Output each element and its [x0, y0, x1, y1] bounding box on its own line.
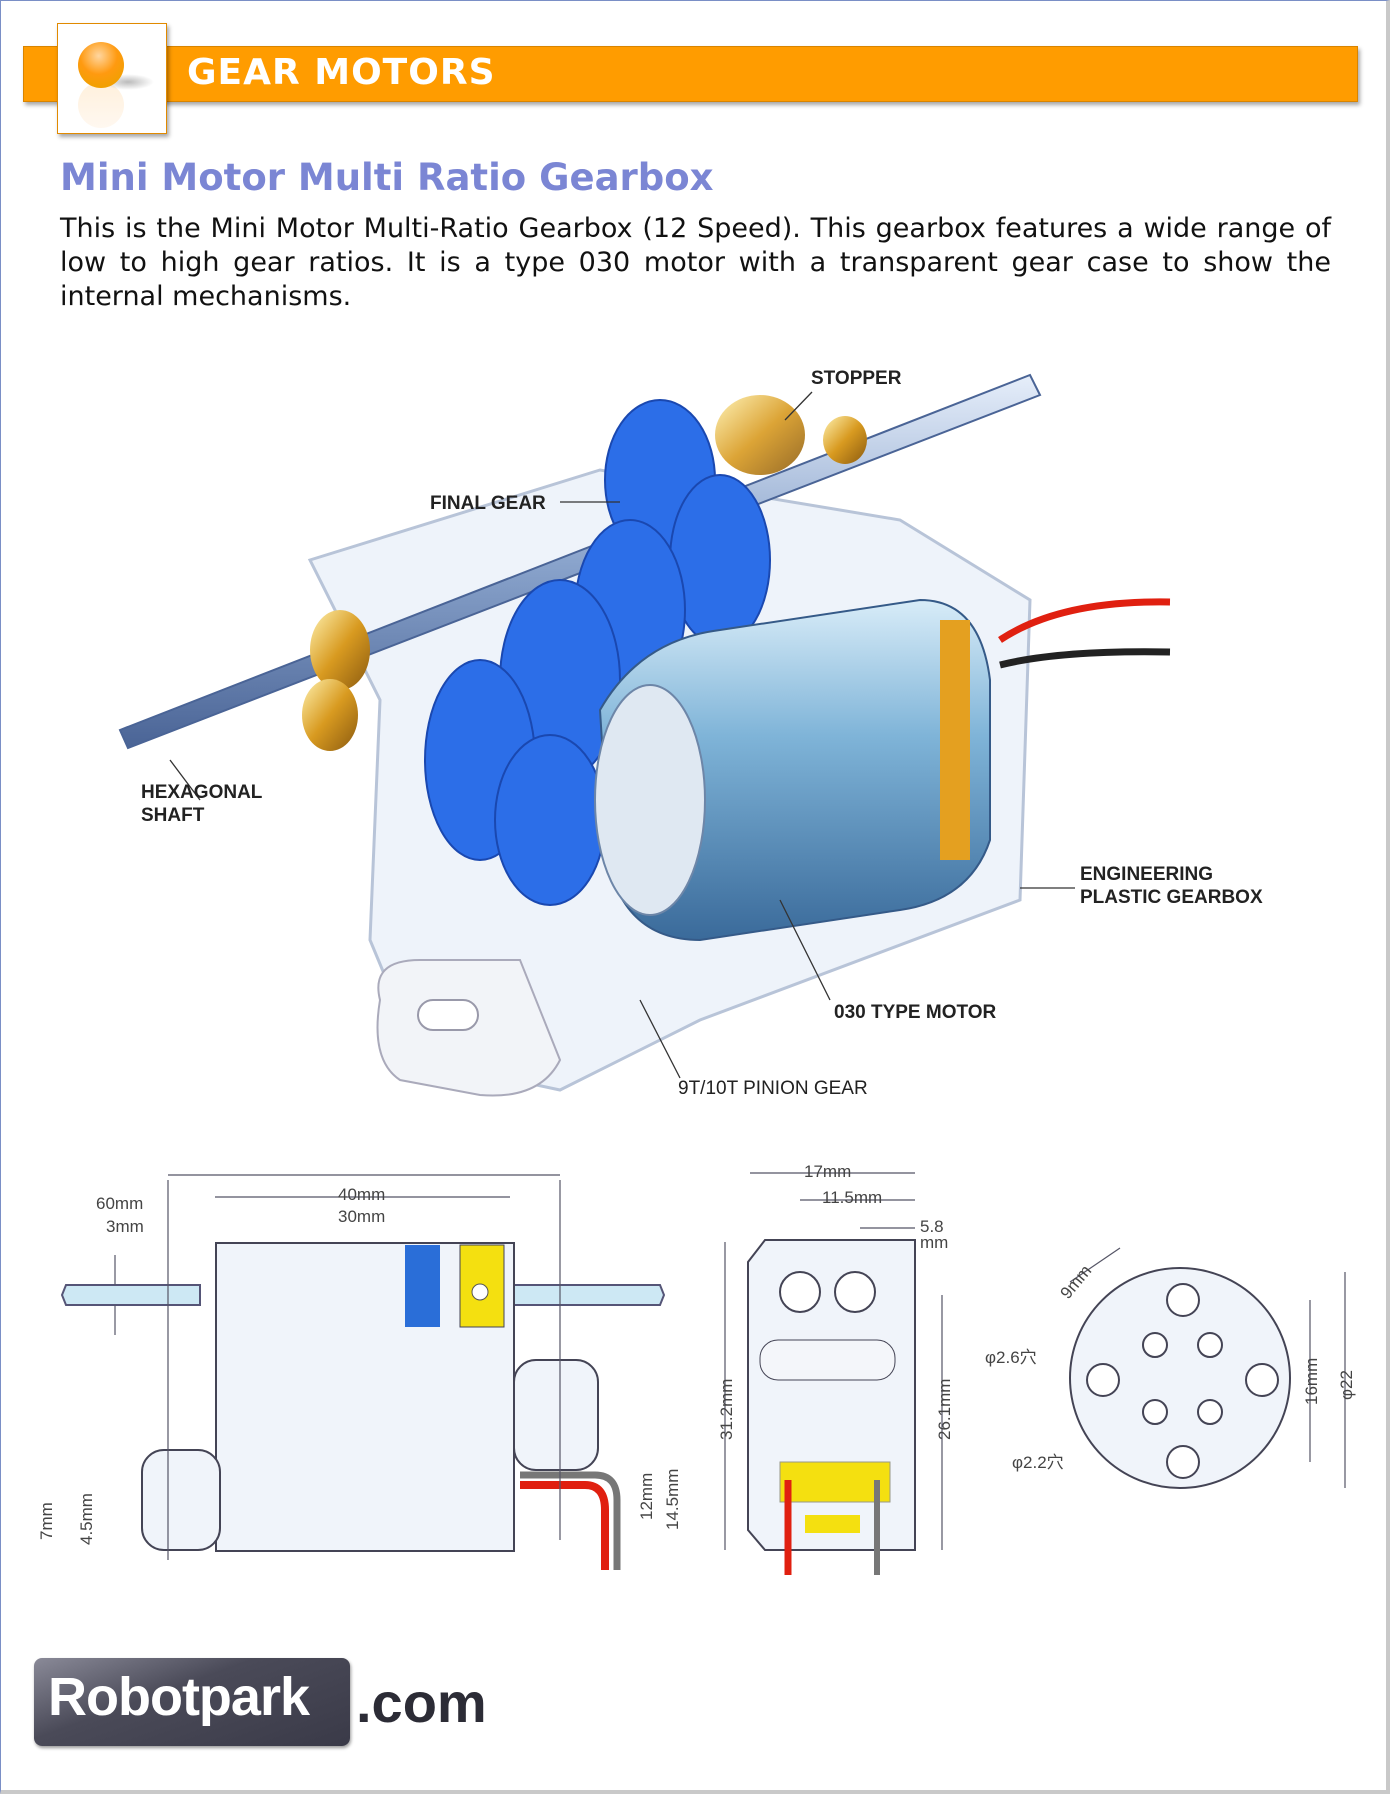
- logo-text: Robotpark: [48, 1667, 310, 1727]
- dim-11-5mm: 11.5mm: [822, 1188, 882, 1207]
- dim-31-2mm: 31.2mm: [717, 1379, 736, 1440]
- gears: [424, 399, 771, 906]
- section-banner: [23, 46, 1358, 102]
- dim-14-5mm: 14.5mm: [663, 1469, 682, 1530]
- dim-3mm: 3mm: [106, 1217, 144, 1236]
- label-engineering-gearbox-2: PLASTIC GEARBOX: [1080, 887, 1263, 908]
- gearbox-3d-drawing: [118, 373, 1171, 1097]
- dim-9mm: 9mm: [1057, 1261, 1096, 1302]
- dim-12mm: 12mm: [637, 1473, 656, 1520]
- dim-26-1mm: 26.1mm: [935, 1379, 954, 1440]
- label-stopper: STOPPER: [811, 368, 902, 389]
- dim-60mm: 60mm: [96, 1194, 143, 1213]
- dim-phi-22: φ22: [1337, 1370, 1356, 1400]
- robotpark-logo: Robotpark: [34, 1658, 350, 1746]
- logo-suffix: .com: [356, 1671, 487, 1734]
- dim-7mm: 7mm: [37, 1502, 56, 1540]
- side-view-drawing: [724, 1172, 943, 1575]
- product-title: Mini Motor Multi Ratio Gearbox: [60, 156, 714, 199]
- dim-5-8: 5.8: [920, 1217, 944, 1236]
- dim-5-8-unit: mm: [920, 1233, 948, 1252]
- dim-4-5mm: 4.5mm: [77, 1493, 96, 1545]
- dim-30mm: 30mm: [338, 1207, 385, 1226]
- label-hexagonal-shaft-2: SHAFT: [141, 805, 205, 826]
- dim-17mm: 17mm: [804, 1162, 851, 1181]
- dim-hole-2-6: φ2.6穴: [985, 1348, 1037, 1367]
- front-view-drawing: [1069, 1247, 1346, 1489]
- top-view-drawing: [60, 1174, 666, 1570]
- label-final-gear: FINAL GEAR: [430, 493, 546, 514]
- dim-hole-2-2: φ2.2穴: [1012, 1453, 1064, 1472]
- label-pinion-gear: 9T/10T PINION GEAR: [678, 1078, 868, 1099]
- label-hexagonal-shaft-1: HEXAGONAL: [141, 782, 263, 803]
- orange-ball-icon: [57, 23, 167, 134]
- dim-40mm: 40mm: [338, 1185, 385, 1204]
- product-description: This is the Mini Motor Multi-Ratio Gearb…: [60, 213, 1331, 312]
- label-030-motor: 030 TYPE MOTOR: [834, 1002, 997, 1023]
- label-engineering-gearbox-1: ENGINEERING: [1080, 864, 1213, 885]
- section-title: GEAR MOTORS: [187, 52, 496, 93]
- dim-16mm: 16mm: [1302, 1358, 1321, 1405]
